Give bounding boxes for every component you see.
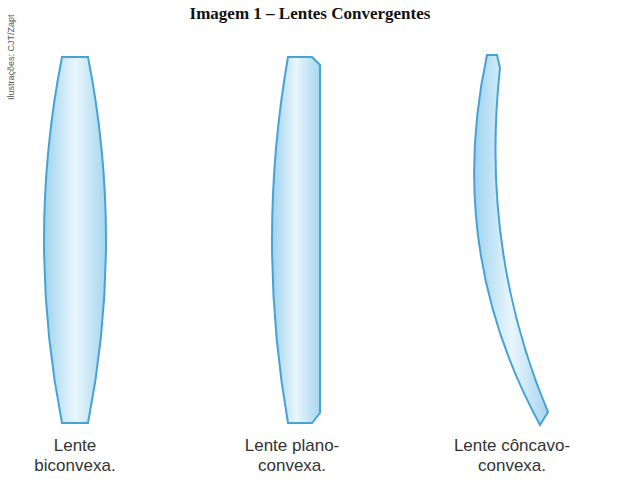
concave-convex-lens — [474, 55, 548, 425]
plano-convex-lens — [272, 57, 320, 423]
lens-caption: Lente plano-convexa. — [230, 436, 355, 477]
biconvex-lens — [44, 57, 106, 423]
credit-text: Ilustrações: CJT/Zapt — [6, 14, 16, 100]
lens-caption: Lente côncavo-convexa. — [437, 436, 587, 477]
figure-title: Imagem 1 – Lentes Convergentes — [190, 4, 431, 24]
lens-caption: Lente biconvexa. — [25, 436, 125, 477]
